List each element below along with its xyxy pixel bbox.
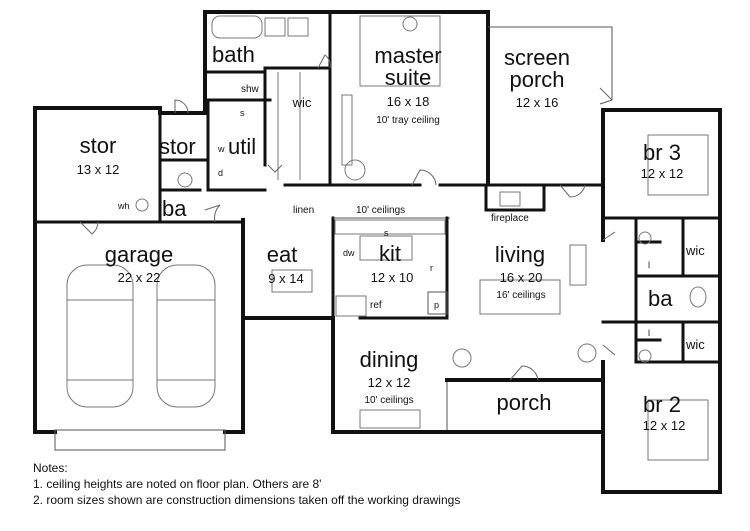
eat-size: 9 x 14 [268, 271, 303, 286]
stor-large-size: 13 x 12 [77, 162, 120, 177]
note-line-2: 2. room sizes shown are construction dim… [33, 493, 461, 507]
l-bottom-label: l [648, 328, 650, 338]
living-size: 16 x 20 [500, 270, 543, 285]
wic-master-label: wic [292, 95, 312, 110]
master-size: 16 x 18 [387, 94, 430, 109]
porch-label: porch [496, 390, 551, 415]
stor-small-label: stor [159, 134, 196, 159]
garage-size: 22 x 22 [118, 270, 161, 285]
screen-label: screen [504, 45, 570, 70]
dining-label: dining [360, 347, 419, 372]
master-label: master [374, 43, 441, 68]
wh-label: wh [117, 201, 130, 211]
interior-walls [33, 13, 722, 364]
br3-label: br 3 [643, 140, 681, 165]
fireplace-label: fireplace [491, 213, 529, 224]
s-kit-label: s [384, 228, 389, 238]
ba-left-label: ba [162, 196, 187, 221]
eat-label: eat [267, 242, 298, 267]
l-top-label: l [648, 260, 650, 270]
kit-label: kit [379, 241, 401, 266]
bath-label: bath [212, 42, 255, 67]
wic-top-label: wic [685, 243, 705, 258]
room-labels: bath shw master suite 16 x 18 10' tray c… [77, 42, 706, 433]
garage-label: garage [105, 242, 174, 267]
suite-label: suite [385, 65, 431, 90]
screen-porch-size: 12 x 16 [516, 95, 559, 110]
r-label: r [430, 263, 433, 273]
plan-notes: Notes: 1. ceiling heights are noted on f… [33, 460, 733, 508]
ba-right-label: ba [648, 286, 673, 311]
wic-bottom-label: wic [685, 337, 705, 352]
living-label: living [495, 242, 545, 267]
kit-size: 12 x 10 [371, 270, 414, 285]
ceilings-note: 10' ceilings [356, 205, 405, 216]
ref-label: ref [370, 300, 382, 311]
p-label: p [434, 300, 439, 310]
notes-title: Notes: [33, 461, 68, 475]
living-ceiling: 16' ceilings [496, 290, 545, 301]
exterior-walls [33, 10, 722, 494]
s-small-label: s [240, 108, 245, 118]
d-label: d [218, 168, 223, 178]
porch-label-top: porch [509, 67, 564, 92]
linen-label: linen [293, 205, 314, 216]
stor-large-label: stor [80, 133, 117, 158]
w-label: w [217, 144, 225, 154]
shw-label: shw [241, 84, 260, 95]
br2-label: br 2 [643, 392, 681, 417]
master-ceiling: 10' tray ceiling [376, 115, 440, 126]
br2-size: 12 x 12 [643, 418, 686, 433]
br3-size: 12 x 12 [641, 166, 684, 181]
note-line-1: 1. ceiling heights are noted on floor pl… [33, 477, 322, 491]
dining-size: 12 x 12 [368, 375, 411, 390]
fixtures [54, 15, 709, 461]
util-label: util [228, 134, 256, 159]
dw-label: dw [343, 248, 355, 258]
dining-ceiling: 10' ceilings [364, 395, 413, 406]
